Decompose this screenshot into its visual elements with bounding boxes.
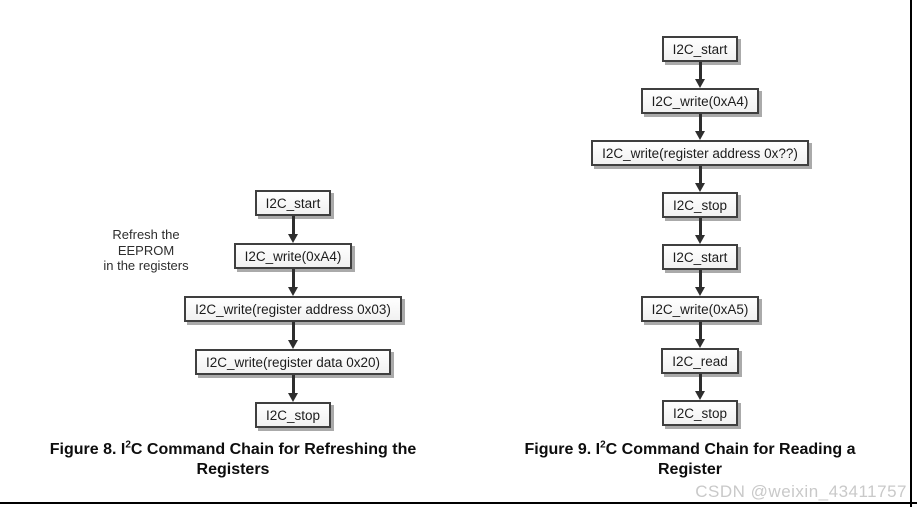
caption-text: C Command Chain for Reading a: [605, 441, 856, 458]
flow-node-label: I2C_stop: [672, 197, 728, 213]
flow-node: I2C_write(register data 0x20): [194, 349, 392, 375]
flow-node: I2C_stop: [254, 402, 332, 428]
figure8-side-note: Refresh the EEPROM in the registers: [75, 227, 217, 274]
flow-node-label: I2C_write(0xA5): [651, 301, 749, 317]
flow-node: I2C_write(0xA4): [640, 88, 760, 114]
caption-line2: Register: [657, 461, 723, 478]
flow-node-label: I2C_start: [672, 249, 728, 265]
arrow-down-icon: [695, 62, 705, 88]
arrow-down-icon: [288, 322, 298, 349]
flow-node-label: I2C_stop: [265, 407, 321, 423]
flow-node: I2C_write(register address 0x??): [591, 140, 809, 166]
flow-node-label: I2C_stop: [672, 405, 728, 421]
flow-node: I2C_stop: [661, 192, 739, 218]
flow-node-label: I2C_start: [672, 41, 728, 57]
flow-node: I2C_write(0xA4): [233, 243, 353, 269]
flow-node: I2C_start: [254, 190, 332, 216]
flow-node: I2C_start: [661, 244, 739, 270]
flow-node: I2C_start: [661, 36, 739, 62]
flow-node-label: I2C_start: [265, 195, 321, 211]
arrow-down-icon: [695, 322, 705, 348]
flow-node: I2C_write(0xA5): [640, 296, 760, 322]
flow-node-label: I2C_write(register address 0x??): [602, 145, 798, 161]
arrow-down-icon: [288, 216, 298, 243]
flow-node: I2C_stop: [661, 400, 739, 426]
flow-node-label: I2C_write(0xA4): [651, 93, 749, 109]
figure8-flowchart: I2C_start I2C_write(0xA4) I2C_write(regi…: [182, 190, 404, 428]
flow-node-label: I2C_read: [672, 353, 728, 369]
caption-superscript: 2: [125, 439, 131, 451]
arrow-down-icon: [695, 166, 705, 192]
flow-node: I2C_write(register address 0x03): [184, 296, 402, 322]
caption-line2: Registers: [196, 461, 270, 478]
page-frame-right-line: [910, 0, 912, 507]
figure8-caption: Figure 8. I2C Command Chain for Refreshi…: [0, 440, 466, 480]
flow-node-label: I2C_write(0xA4): [244, 248, 342, 264]
arrow-down-icon: [695, 374, 705, 400]
side-note-line: EEPROM: [117, 242, 175, 258]
arrow-down-icon: [695, 114, 705, 140]
caption-text: Figure 9. I: [524, 441, 601, 458]
figure9-caption: Figure 9. I2C Command Chain for Reading …: [472, 440, 908, 480]
flow-node-label: I2C_write(register data 0x20): [205, 354, 381, 370]
flow-node: I2C_read: [661, 348, 739, 374]
page-frame-bottom-line: [0, 502, 917, 504]
arrow-down-icon: [695, 270, 705, 296]
side-note-line: in the registers: [103, 258, 189, 273]
watermark-text: CSDN @weixin_43411757: [695, 482, 907, 501]
arrow-down-icon: [288, 269, 298, 296]
caption-text: Figure 8. I: [49, 441, 126, 458]
caption-superscript: 2: [600, 439, 606, 451]
arrow-down-icon: [288, 375, 298, 402]
figure9-flowchart: I2C_start I2C_write(0xA4) I2C_write(regi…: [589, 36, 811, 426]
side-note-line: Refresh the: [112, 227, 180, 242]
arrow-down-icon: [695, 218, 705, 244]
flow-node-label: I2C_write(register address 0x03): [195, 301, 391, 317]
caption-text: C Command Chain for Refreshing the: [130, 441, 417, 458]
